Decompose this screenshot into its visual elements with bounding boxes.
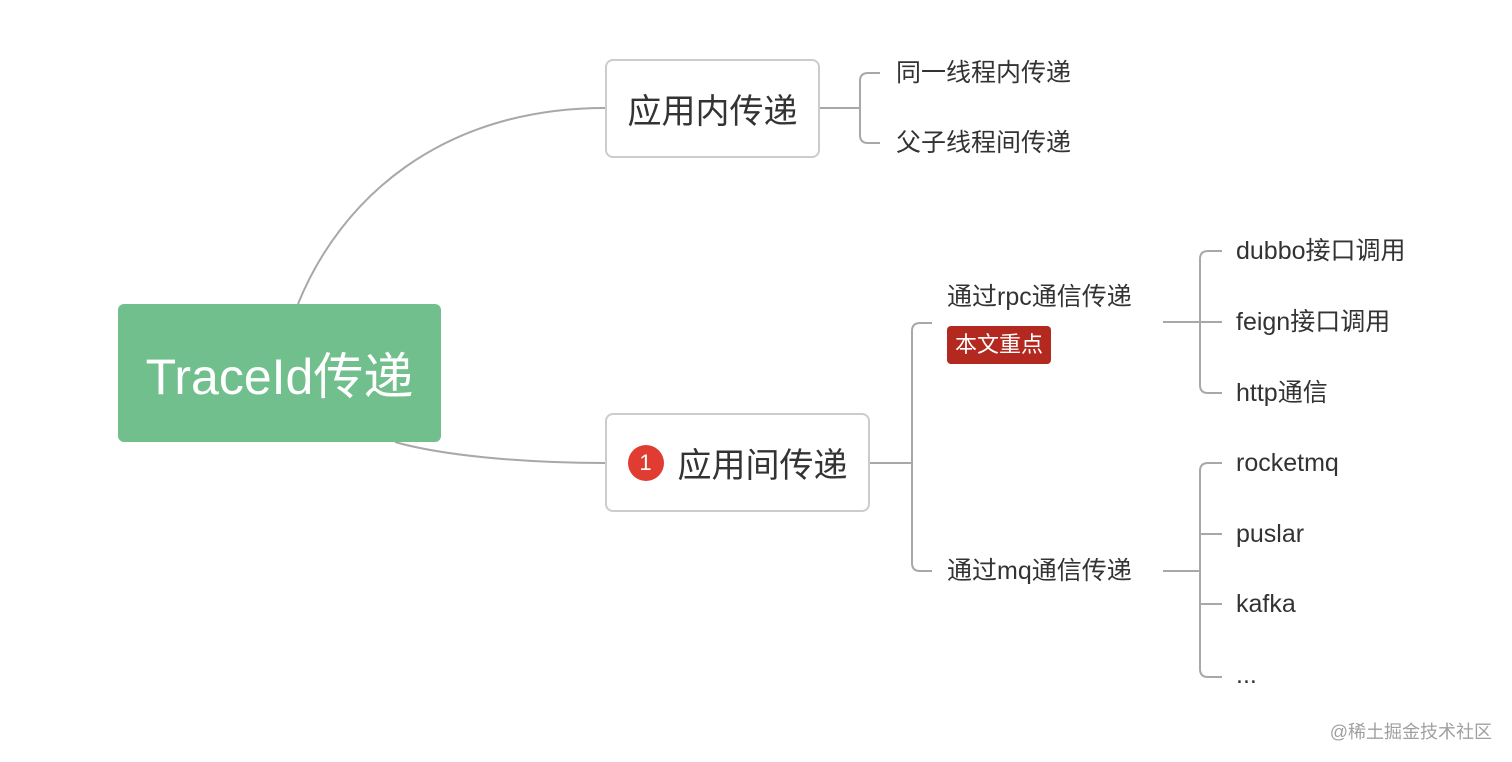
subtopic-rpc[interactable]: 通过rpc通信传递 [947,283,1132,311]
subtopic-mq[interactable]: 通过mq通信传递 [947,557,1132,585]
leaf-node[interactable]: rocketmq [1236,449,1339,477]
watermark: @稀土掘金技术社区 [1329,722,1492,742]
highlight-tag: 本文重点 [947,326,1052,364]
branch-node-in-app[interactable]: 应用内传递 [605,59,820,158]
branch-node-cross-app[interactable]: 1 应用间传递 [605,413,870,512]
connector-root-to-branch-out [394,441,606,464]
leaf-node[interactable]: ... [1236,661,1257,689]
priority-marker-icon: 1 [627,444,664,481]
connector-root-to-branch-in [297,107,606,305]
leaf-node[interactable]: dubbo接口调用 [1236,237,1406,265]
connector-branch-in-bracket [859,72,880,144]
connector-branch-out-bracket [911,322,932,572]
branch-label: 应用内传递 [627,93,798,131]
root-node[interactable]: TraceId传递 [118,304,441,442]
leaf-node[interactable]: kafka [1236,590,1296,618]
leaf-node[interactable]: 同一线程内传递 [896,59,1072,87]
leaf-node[interactable]: puslar [1236,520,1305,548]
connector-mq-bracket [1199,462,1222,678]
leaf-node[interactable]: feign接口调用 [1236,308,1391,336]
leaf-node[interactable]: http通信 [1236,379,1328,407]
root-label: TraceId传递 [145,349,414,405]
branch-label: 应用间传递 [677,447,848,485]
leaf-node[interactable]: 父子线程间传递 [896,129,1072,157]
